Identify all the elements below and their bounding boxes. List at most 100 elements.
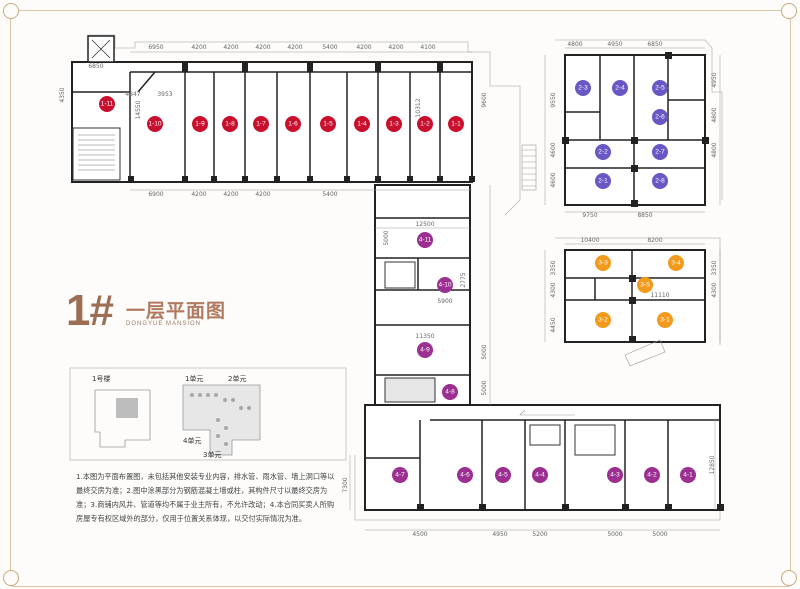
unit-badge-1-2: 1-2 (417, 116, 433, 132)
unit-badge-label: 1-7 (256, 121, 266, 128)
dimension-label: 4800 (711, 142, 718, 157)
unit-badge-circle (253, 116, 269, 132)
key-plan (69, 367, 347, 461)
dimension-label: 4200 (223, 191, 238, 198)
unit-badge-label: 1-5 (323, 121, 333, 128)
unit-badge-3-4: 3-4 (668, 255, 684, 271)
dimension-label: 4200 (287, 44, 302, 51)
unit-badge-1-10: 1-10 (147, 116, 163, 132)
dimension-label: 12850 (709, 455, 716, 474)
unit-badge-3-5: 3-5 (637, 277, 653, 293)
stair-core (384, 261, 416, 289)
dimension-label: 7300 (342, 477, 349, 492)
unit-3-block (564, 249, 706, 343)
unit-badge-1-1: 1-1 (448, 116, 464, 132)
unit-badge-label: 1-2 (420, 121, 430, 128)
unit-badge-label: 4-10 (438, 282, 451, 289)
unit-badge-4-10: 4-10 (437, 277, 453, 293)
unit-badge-circle (442, 384, 458, 400)
unit-badge-circle (386, 116, 402, 132)
unit-badge-circle (637, 277, 653, 293)
dimension-label: 4600 (550, 172, 557, 187)
unit-badge-label: 4-2 (647, 472, 657, 479)
dimension-label: 9550 (550, 92, 557, 107)
unit-badge-label: 4-9 (420, 347, 430, 354)
dimension-label: 4300 (711, 282, 718, 297)
unit-badge-label: 1-3 (389, 121, 399, 128)
unit-badge-circle (147, 116, 163, 132)
unit-badge-circle (448, 116, 464, 132)
stair-core (72, 127, 121, 181)
unit-badge-label: 2-5 (655, 85, 665, 92)
dimension-label: 10312 (415, 98, 422, 117)
entry-steps (519, 144, 666, 416)
dimension-label: 4800 (567, 41, 582, 48)
key-plan-unit1-label: 1单元 (185, 375, 204, 383)
unit-badge-2-6: 2-6 (652, 109, 668, 125)
unit-badge-label: 1-9 (195, 121, 205, 128)
dimension-label: 4950 (492, 531, 507, 538)
unit-badge-circle (652, 80, 668, 96)
unit-badge-2-1: 2-1 (595, 173, 611, 189)
unit-badge-circle (595, 255, 611, 271)
unit-badge-label: 4-3 (610, 472, 620, 479)
unit-4-spine-wall (374, 184, 471, 406)
dimension-label: 4950 (711, 72, 718, 87)
unit-badge-label: 4-5 (498, 472, 508, 479)
unit-badge-4-9: 4-9 (417, 342, 433, 358)
dimension-label: 9600 (481, 92, 488, 107)
dimension-label: 11350 (415, 333, 434, 340)
project-name: DONGYUE MANSION (126, 321, 202, 327)
dimension-label: 4100 (420, 44, 435, 51)
unit-badge-label: 2-1 (598, 178, 608, 185)
unit-badge-label: 3-5 (640, 282, 650, 289)
dimension-label: 14550 (135, 100, 142, 119)
unit-badge-circle (680, 467, 696, 483)
unit-badge-circle (392, 467, 408, 483)
unit-4-block (364, 184, 724, 511)
unit-badge-4-1: 4-1 (680, 467, 696, 483)
unit-badge-4-4: 4-4 (532, 467, 548, 483)
unit-badge-label: 3-3 (598, 260, 608, 267)
dimension-label: 4200 (191, 44, 206, 51)
key-plan-building-1 (116, 398, 138, 418)
unit-badge-2-3: 2-3 (575, 80, 591, 96)
unit-badge-1-8: 1-8 (222, 116, 238, 132)
key-plan-building-label: 1号楼 (92, 375, 111, 383)
unit-badge-label: 2-3 (578, 85, 588, 92)
dimension-label: 4200 (356, 44, 371, 51)
dimension-label: 4500 (412, 531, 427, 538)
key-plan-frame (69, 367, 347, 461)
dimension-label: 3953 (157, 91, 172, 98)
unit-badge-circle (595, 173, 611, 189)
dimension-label: 4350 (59, 87, 66, 102)
unit-badge-4-5: 4-5 (495, 467, 511, 483)
key-plan-units-outline (182, 384, 261, 456)
unit-badge-label: 1-11 (101, 101, 114, 108)
unit-badge-label: 4-8 (445, 389, 455, 396)
unit-badge-circle (612, 80, 628, 96)
dimension-label: 5400 (322, 44, 337, 51)
unit-3-outer-wall (564, 249, 706, 343)
unit-badge-circle (595, 312, 611, 328)
unit-badge-3-1: 3-1 (657, 312, 673, 328)
unit-badge-circle (532, 467, 548, 483)
unit-badge-label: 2-2 (598, 149, 608, 156)
unit-badge-1-7: 1-7 (253, 116, 269, 132)
unit-badge-circle (354, 116, 370, 132)
unit-badge-label: 4-11 (419, 237, 432, 244)
unit-badge-3-2: 3-2 (595, 312, 611, 328)
unit-badge-1-6: 1-6 (285, 116, 301, 132)
dimension-label: 6850 (88, 63, 103, 70)
unit-badge-label: 2-4 (615, 85, 625, 92)
dimension-label: 3350 (711, 260, 718, 275)
unit-badge-circle (285, 116, 301, 132)
dimension-label: 4200 (255, 44, 270, 51)
unit-badge-4-3: 4-3 (607, 467, 623, 483)
dimension-label: 5000 (383, 230, 390, 245)
frame-corner-ornament (3, 3, 19, 19)
unit-badge-circle (417, 342, 433, 358)
unit-badge-label: 1-4 (357, 121, 367, 128)
